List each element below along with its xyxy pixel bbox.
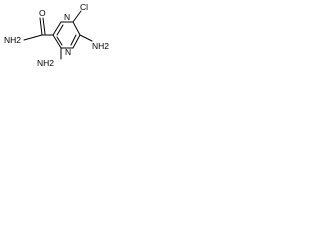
bond-lines <box>23 10 93 60</box>
bond-nh2-right <box>79 34 93 42</box>
ring-n-top-label: N <box>64 12 70 22</box>
bond-cl <box>72 10 82 23</box>
bond-ring-3 <box>72 21 81 36</box>
bond-amide-n <box>23 34 43 41</box>
double-bond-inner-1 <box>56 24 64 36</box>
bond-ring-4 <box>72 34 81 49</box>
double-bond-inner-3 <box>56 36 63 46</box>
chemical-structure-diagram: Cl O NH2 N N NH2 NH2 <box>4 2 109 68</box>
double-bond-inner-2 <box>70 34 77 46</box>
bond-ring-1 <box>52 21 62 36</box>
amide-oxygen-label: O <box>39 8 46 18</box>
ring-n-bottom-label: N <box>65 47 71 57</box>
cl-label: Cl <box>80 2 88 12</box>
bond-ring-6 <box>52 34 62 49</box>
amide-nh2-label: NH2 <box>4 35 21 45</box>
bond-amide-o-2 <box>42 17 46 35</box>
structure-canvas: Cl O NH2 N N NH2 NH2 <box>0 0 125 69</box>
bond-amide-o-1 <box>39 17 43 36</box>
nh2-bottom-left-label: NH2 <box>37 58 54 68</box>
nh2-bottom-right-label: NH2 <box>92 41 109 51</box>
